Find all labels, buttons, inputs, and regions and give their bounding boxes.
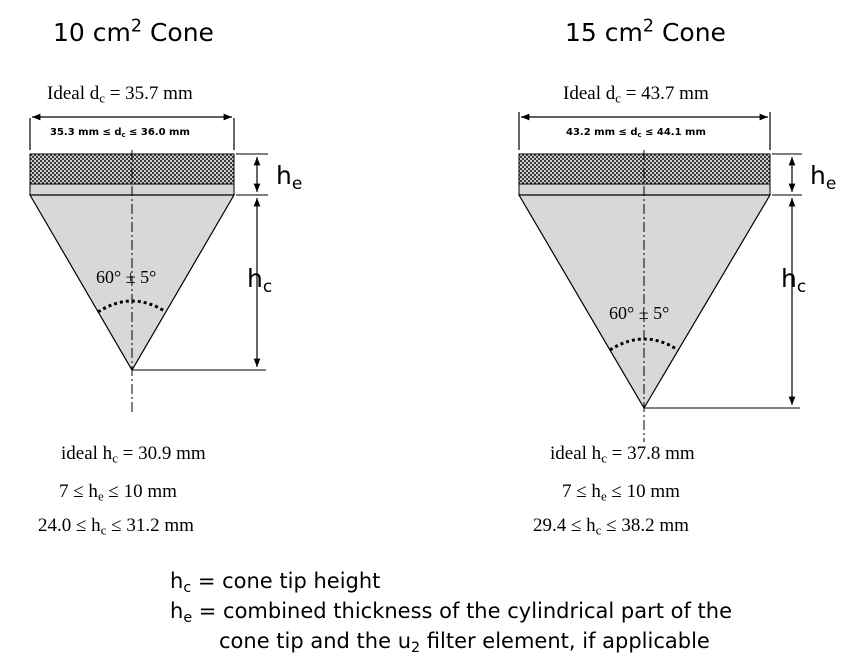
legend-he: he = combined thickness of the cylindric… <box>170 599 733 626</box>
cone-10-drawing <box>28 113 268 412</box>
angle-arc <box>609 337 679 352</box>
cone-15-dc-range: 43.2 mm ≤ dc ≤ 44.1 mm <box>566 127 706 139</box>
cone-15-he-label: he <box>810 161 837 194</box>
legend-hc: hc = cone tip height <box>170 569 381 596</box>
cone-10-ideal-hc: ideal hc = 30.9 mm <box>61 443 206 466</box>
cone-10-he-range: 7 ≤ he ≤ 10 mm <box>59 481 177 504</box>
cone-15-drawing <box>517 112 802 442</box>
cone-10-angle-label: 60° ± 5° <box>96 267 157 287</box>
legend-he-continued: cone tip and the u2 filter element, if a… <box>219 629 710 656</box>
cone-10-title: 10 cm2 Cone <box>53 16 214 47</box>
angle-arc <box>97 299 167 314</box>
cone-15-hc-range: 29.4 ≤ hc ≤ 38.2 mm <box>533 515 689 538</box>
cone-10-hc-range: 24.0 ≤ hc ≤ 31.2 mm <box>38 515 194 538</box>
cone-15-title: 15 cm2 Cone <box>565 16 726 47</box>
cone-15-angle-label: 60° ± 5° <box>609 303 670 323</box>
cone-15-hc-label: hc <box>781 264 807 297</box>
cone-10-hc-label: hc <box>247 264 273 297</box>
cone-10-he-label: he <box>276 161 303 194</box>
cone-15-he-range: 7 ≤ he ≤ 10 mm <box>562 481 680 504</box>
cone-15-ideal-hc: ideal hc = 37.8 mm <box>550 443 695 466</box>
cone-10-dc-range: 35.3 mm ≤ dc ≤ 36.0 mm <box>50 127 190 139</box>
cone-10-ideal-dc: Ideal dc = 35.7 mm <box>47 83 193 106</box>
cone-15-ideal-dc: Ideal dc = 43.7 mm <box>563 83 709 106</box>
